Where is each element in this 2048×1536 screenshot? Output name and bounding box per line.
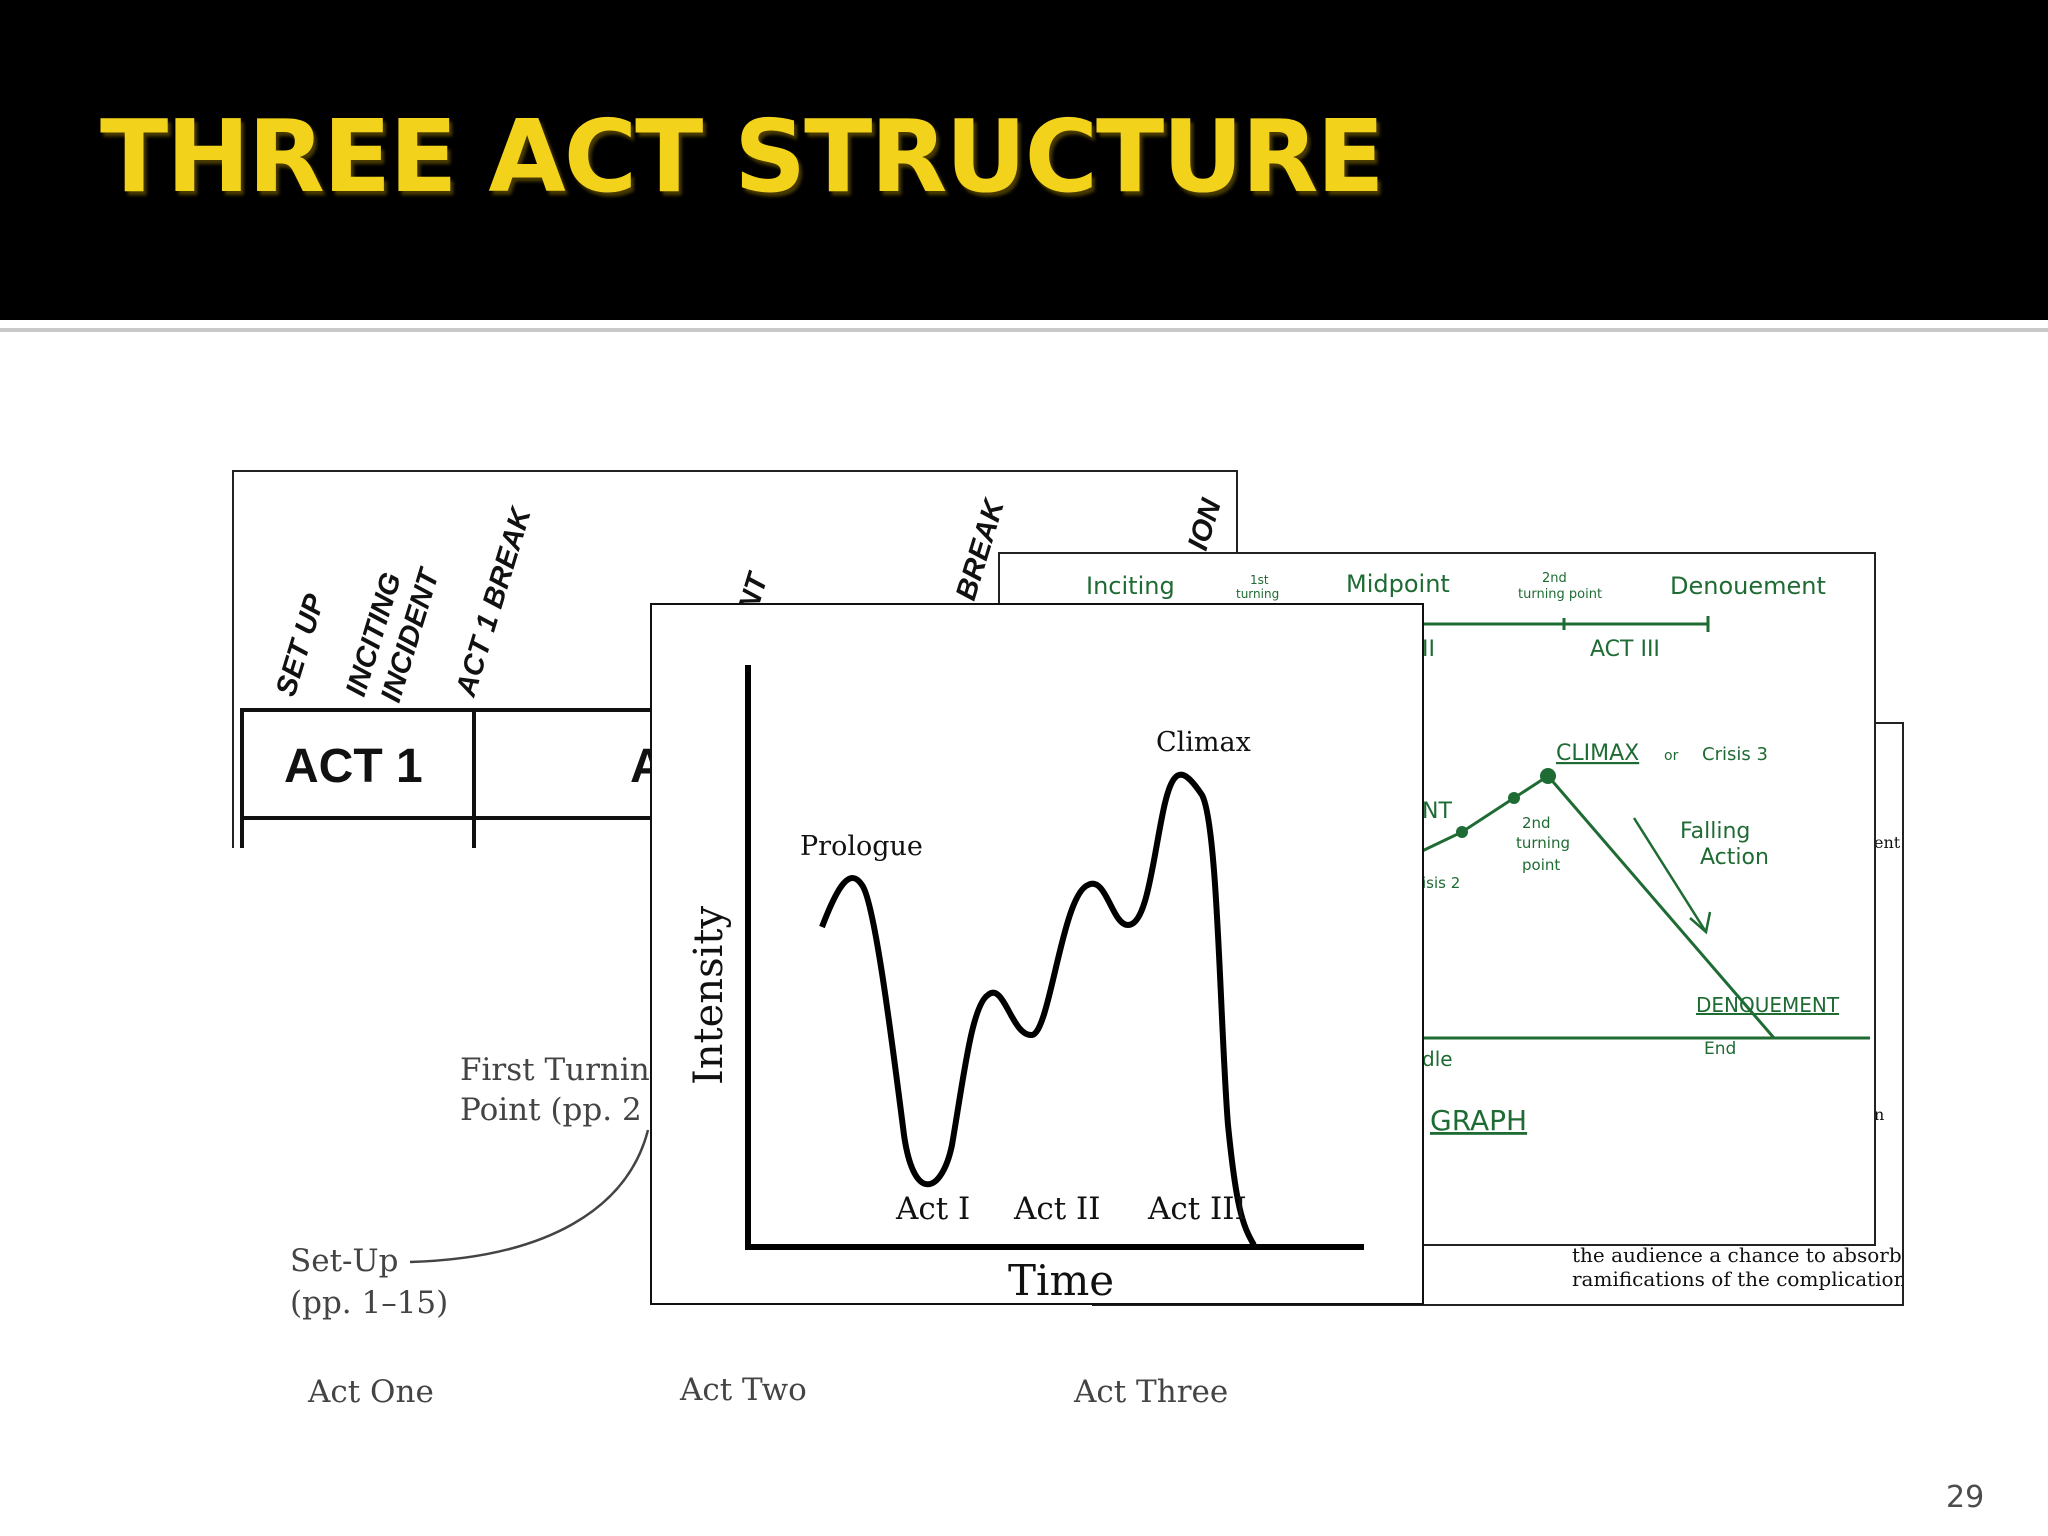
graph-bottom-line2: ramifications of the complications. (1572, 1267, 1902, 1291)
sketch-crisis2: isis 2 (1422, 874, 1460, 892)
sketch-turning-point: turning point (1518, 587, 1602, 602)
sketch-climax: CLIMAX (1556, 741, 1639, 766)
slide-title: THREE ACT STRUCTURE (100, 98, 1385, 215)
sketch-action: Action (1700, 845, 1769, 870)
beat-label-setup: SET UP (270, 590, 331, 700)
sketch-climax-or: or (1664, 748, 1679, 764)
sketch-second-label: 2nd (1542, 571, 1567, 586)
header-divider (0, 328, 2048, 332)
graph-side-fragment-1: ent (1874, 833, 1901, 852)
sketch-point: point (1522, 856, 1560, 874)
act-three-label-wrapper: Act Three (1073, 1374, 1228, 1410)
sketch-2nd: 2nd (1522, 814, 1551, 832)
sketch-inciting: Inciting (1086, 572, 1175, 600)
slide-number: 29 (1946, 1480, 1985, 1515)
act-three-label: Act Three (1073, 1374, 1228, 1410)
act-one-label: Act One (307, 1374, 434, 1410)
sketch-act2-fragment: II (1422, 637, 1435, 662)
sketch-denouement: DENOUEMENT (1696, 993, 1840, 1017)
sketch-graph-fragment: GRAPH (1430, 1104, 1527, 1137)
climax-label: Climax (1156, 727, 1251, 758)
y-axis-label: Intensity (686, 906, 732, 1085)
act-iii-label: Act III (1147, 1191, 1247, 1227)
act-ii-label: Act II (1013, 1191, 1101, 1227)
sketch-end: End (1704, 1039, 1736, 1059)
sketch-midpoint: Midpoint (1346, 570, 1450, 598)
act-two-label: Act Two (679, 1372, 807, 1408)
sketch-nt-fragment: NT (1422, 799, 1452, 824)
beat-label-ion-fragment: ION (1182, 494, 1228, 554)
x-axis-label: Time (1008, 1256, 1114, 1303)
sketch-denouement-top: Denouement (1670, 572, 1826, 600)
act-i-label: Act I (895, 1191, 970, 1227)
sketch-turning: turning (1516, 834, 1570, 852)
intensity-curve (819, 771, 1257, 1247)
intensity-time-chart: Intensity Time Prologue Climax Act I Act… (650, 603, 1424, 1305)
sketch-falling: Falling (1680, 819, 1750, 844)
first-turning-point-line2: Point (pp. 2 (460, 1092, 642, 1128)
sketch-act3-label: ACT III (1590, 637, 1660, 662)
sketch-middle-fragment: dle (1422, 1047, 1453, 1071)
setup-pages: (pp. 1–15) (290, 1285, 448, 1321)
setup-label: Set-Up (290, 1243, 399, 1279)
act1-cell-label: ACT 1 (284, 740, 423, 793)
sketch-first-turning: turning (1236, 587, 1279, 601)
beat-label-act1-break: ACT 1 BREAK (450, 502, 538, 701)
graph-side-fragment-2: n (1874, 1105, 1884, 1124)
title-bar: THREE ACT STRUCTURE (0, 0, 2048, 320)
sketch-first-label: 1st (1250, 573, 1269, 587)
first-turning-point-line1: First Turnin (460, 1052, 650, 1088)
sketch-crisis3: Crisis 3 (1702, 744, 1768, 765)
graph-bottom-line1: the audience a chance to absorb (1572, 1243, 1902, 1267)
prologue-label: Prologue (800, 831, 923, 862)
